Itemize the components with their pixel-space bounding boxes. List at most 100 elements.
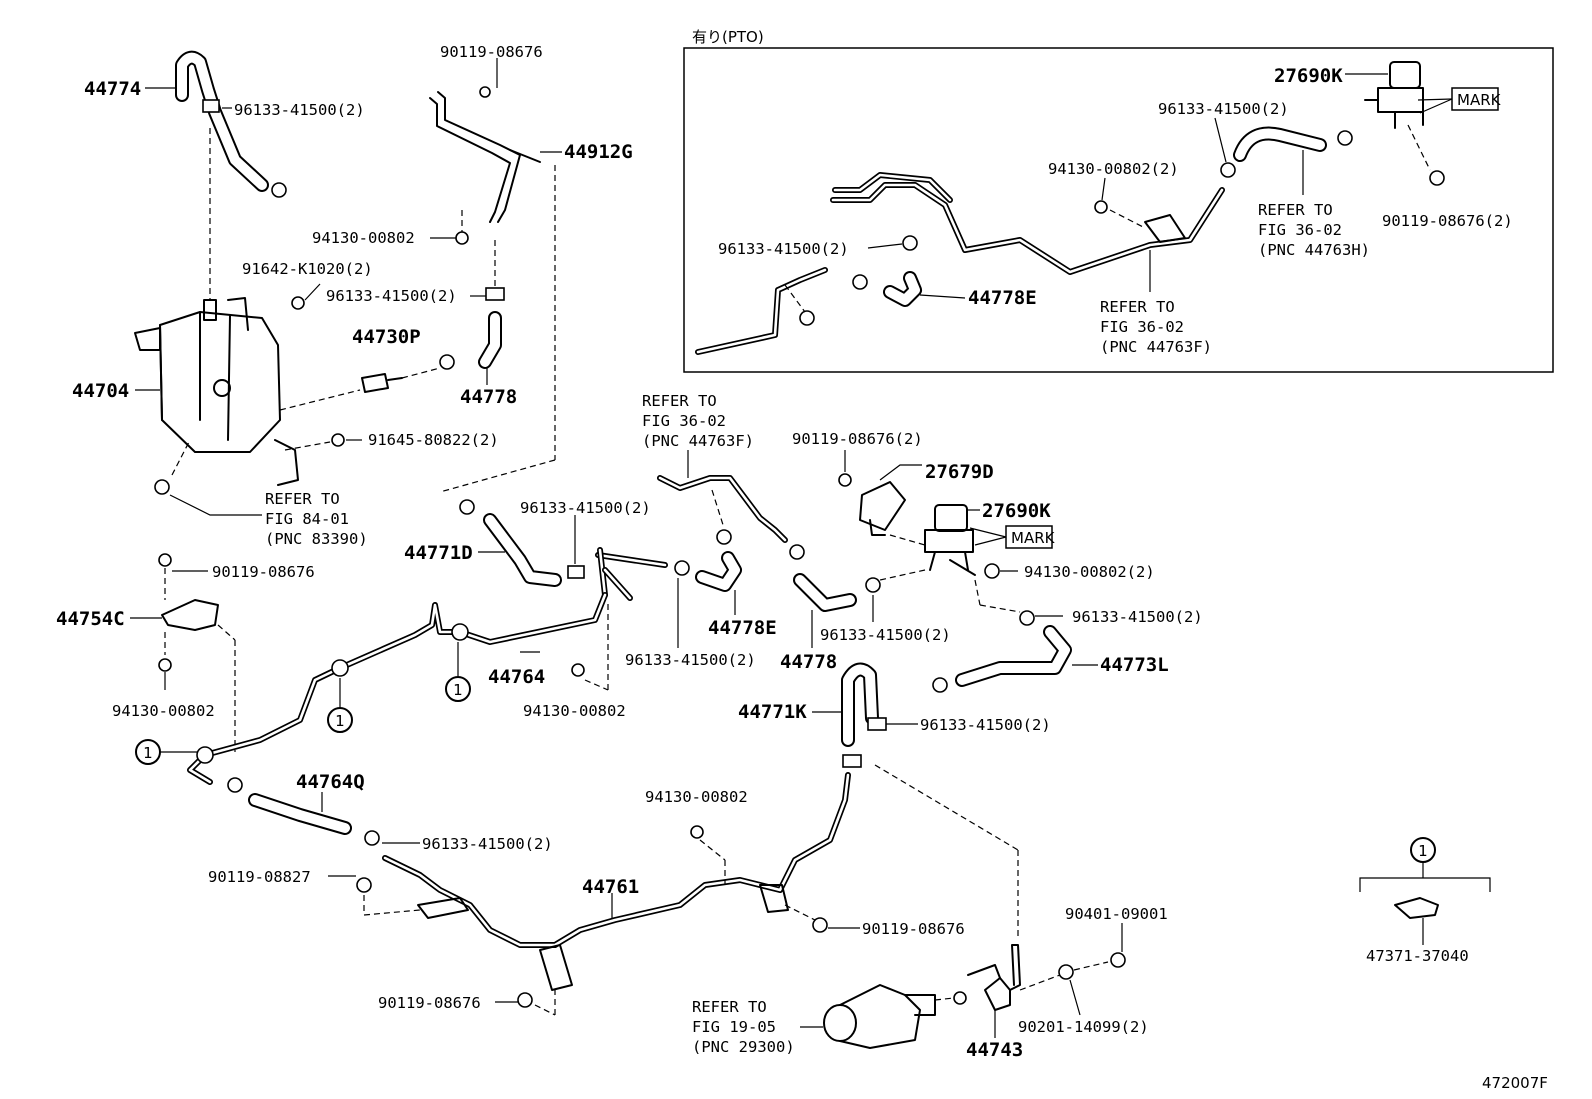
inset-label-94130: 94130-00802(2) — [1048, 160, 1179, 178]
label-44754C: 44754C — [56, 608, 125, 630]
label-94130-low: 94130-00802 — [645, 788, 748, 806]
inset-clip-icon — [1220, 162, 1236, 178]
hose-44771K — [841, 662, 879, 747]
clip-icon — [789, 544, 805, 560]
hose-44773L — [955, 625, 1072, 687]
label-90119-top: 90119-08676 — [440, 43, 543, 61]
hose-44771D — [483, 513, 562, 587]
refer-1905-1: REFER TO — [692, 998, 767, 1016]
bracket-27679D — [859, 481, 906, 536]
inset-clip-icon — [1337, 130, 1353, 146]
inset-refer-f-2: FIG 36-02 — [1100, 318, 1184, 336]
inset-bolt-icon — [1429, 170, 1445, 186]
inset-label-96133: 96133-41500(2) — [1158, 100, 1289, 118]
inset-nut-icon — [1094, 200, 1108, 214]
inset-refer-h-2: FIG 36-02 — [1258, 221, 1342, 239]
hose-44778-b — [793, 573, 857, 612]
inset-refer-h-3: (PNC 44763H) — [1258, 241, 1370, 259]
inset-label-44778E: 44778E — [968, 287, 1037, 309]
refer-3602-3: (PNC 44763F) — [642, 432, 754, 450]
callout-1-text: 1 — [453, 681, 462, 699]
inset-clip-icon — [799, 310, 815, 326]
label-90201: 90201-14099(2) — [1018, 1018, 1149, 1036]
clip-icon — [485, 287, 505, 301]
label-96133-4: 96133-41500(2) — [1072, 608, 1203, 626]
grommet-icon — [331, 659, 349, 677]
union-44743 — [967, 944, 1021, 1011]
pump-29300 — [823, 984, 936, 1049]
bolt-icon — [517, 992, 533, 1008]
label-94130-mid: 94130-00802 — [523, 702, 626, 720]
inset-clip-icon — [902, 235, 918, 251]
clip-icon — [867, 717, 887, 731]
label-44764Q: 44764Q — [296, 771, 365, 793]
callout-1 — [445, 676, 471, 702]
label-44773L: 44773L — [1100, 654, 1169, 676]
label-94130-top: 94130-00802 — [312, 229, 415, 247]
clamp-icon — [417, 897, 469, 919]
bracket-44912G — [429, 91, 541, 223]
label-44774: 44774 — [84, 78, 141, 100]
label-96133-8: 96133-41500(2) — [422, 835, 553, 853]
bolt-icon — [1110, 952, 1126, 968]
tank-44704 — [134, 297, 299, 486]
inset-refer-f-3: (PNC 44763F) — [1100, 338, 1212, 356]
figure-id: 472007F — [1482, 1074, 1548, 1092]
clip-icon — [932, 677, 948, 693]
label-27679D: 27679D — [925, 461, 994, 483]
hose-44778E — [695, 551, 742, 592]
label-44778E: 44778E — [708, 617, 777, 639]
inset-hose-upper — [1233, 126, 1327, 162]
bolt-icon — [356, 877, 372, 893]
inset-refer-h-1: REFER TO — [1258, 201, 1333, 219]
inset-clip-icon — [852, 274, 868, 290]
bolt-icon — [331, 433, 345, 447]
label-90119-mid: 90119-08676 — [212, 563, 315, 581]
label-96133-7: 96133-41500(2) — [920, 716, 1051, 734]
refer-8401-1: REFER TO — [265, 490, 340, 508]
label-90401: 90401-09001 — [1065, 905, 1168, 923]
valve-44730P — [361, 373, 389, 393]
legend-circle-label: 1 — [1418, 842, 1427, 860]
refer-3602-2: FIG 36-02 — [642, 412, 726, 430]
label-91642: 91642-K1020(2) — [242, 260, 373, 278]
inset-pipe-lower — [695, 267, 828, 355]
label-96133-6: 96133-41500(2) — [625, 651, 756, 669]
clip-icon — [716, 529, 732, 545]
inset-label-27690K: 27690K — [1274, 65, 1343, 87]
hose-44778 — [478, 311, 502, 369]
clip-icon — [842, 754, 862, 768]
label-44778-b: 44778 — [780, 651, 837, 673]
label-90119-08827: 90119-08827 — [208, 868, 311, 886]
clamp-icon — [759, 884, 789, 913]
washer-icon — [1058, 964, 1074, 980]
refer-1905-3: (PNC 29300) — [692, 1038, 795, 1056]
mark-label: MARK — [1011, 529, 1056, 547]
label-96133-2: 96133-41500(2) — [326, 287, 457, 305]
pipe-44763F — [657, 475, 788, 543]
label-91645: 91645-80822(2) — [368, 431, 499, 449]
label-44704: 44704 — [72, 380, 129, 402]
inset-vsv-27690K — [1364, 61, 1424, 129]
label-90119-2: 90119-08676(2) — [792, 430, 923, 448]
clamp-icon — [539, 944, 573, 991]
callout-1 — [327, 707, 353, 733]
clip-icon — [567, 565, 585, 579]
nut-icon — [571, 663, 585, 677]
label-44771K: 44771K — [738, 701, 807, 723]
bolt-icon — [838, 473, 852, 487]
grommet-47371-icon — [1394, 897, 1439, 919]
clip-icon — [865, 577, 881, 593]
hose-44774 — [175, 50, 269, 192]
label-94130-left: 94130-00802 — [112, 702, 215, 720]
callout-1 — [135, 739, 161, 765]
label-44730P: 44730P — [352, 326, 421, 348]
label-96133-3: 96133-41500(2) — [520, 499, 651, 517]
callout-1-text: 1 — [335, 712, 344, 730]
clip-icon — [202, 99, 220, 113]
inset-title: 有り(PTO) — [692, 28, 764, 46]
label-96133-5: 96133-41500(2) — [820, 626, 951, 644]
nut-icon — [158, 658, 172, 672]
bolt-icon — [291, 296, 305, 310]
